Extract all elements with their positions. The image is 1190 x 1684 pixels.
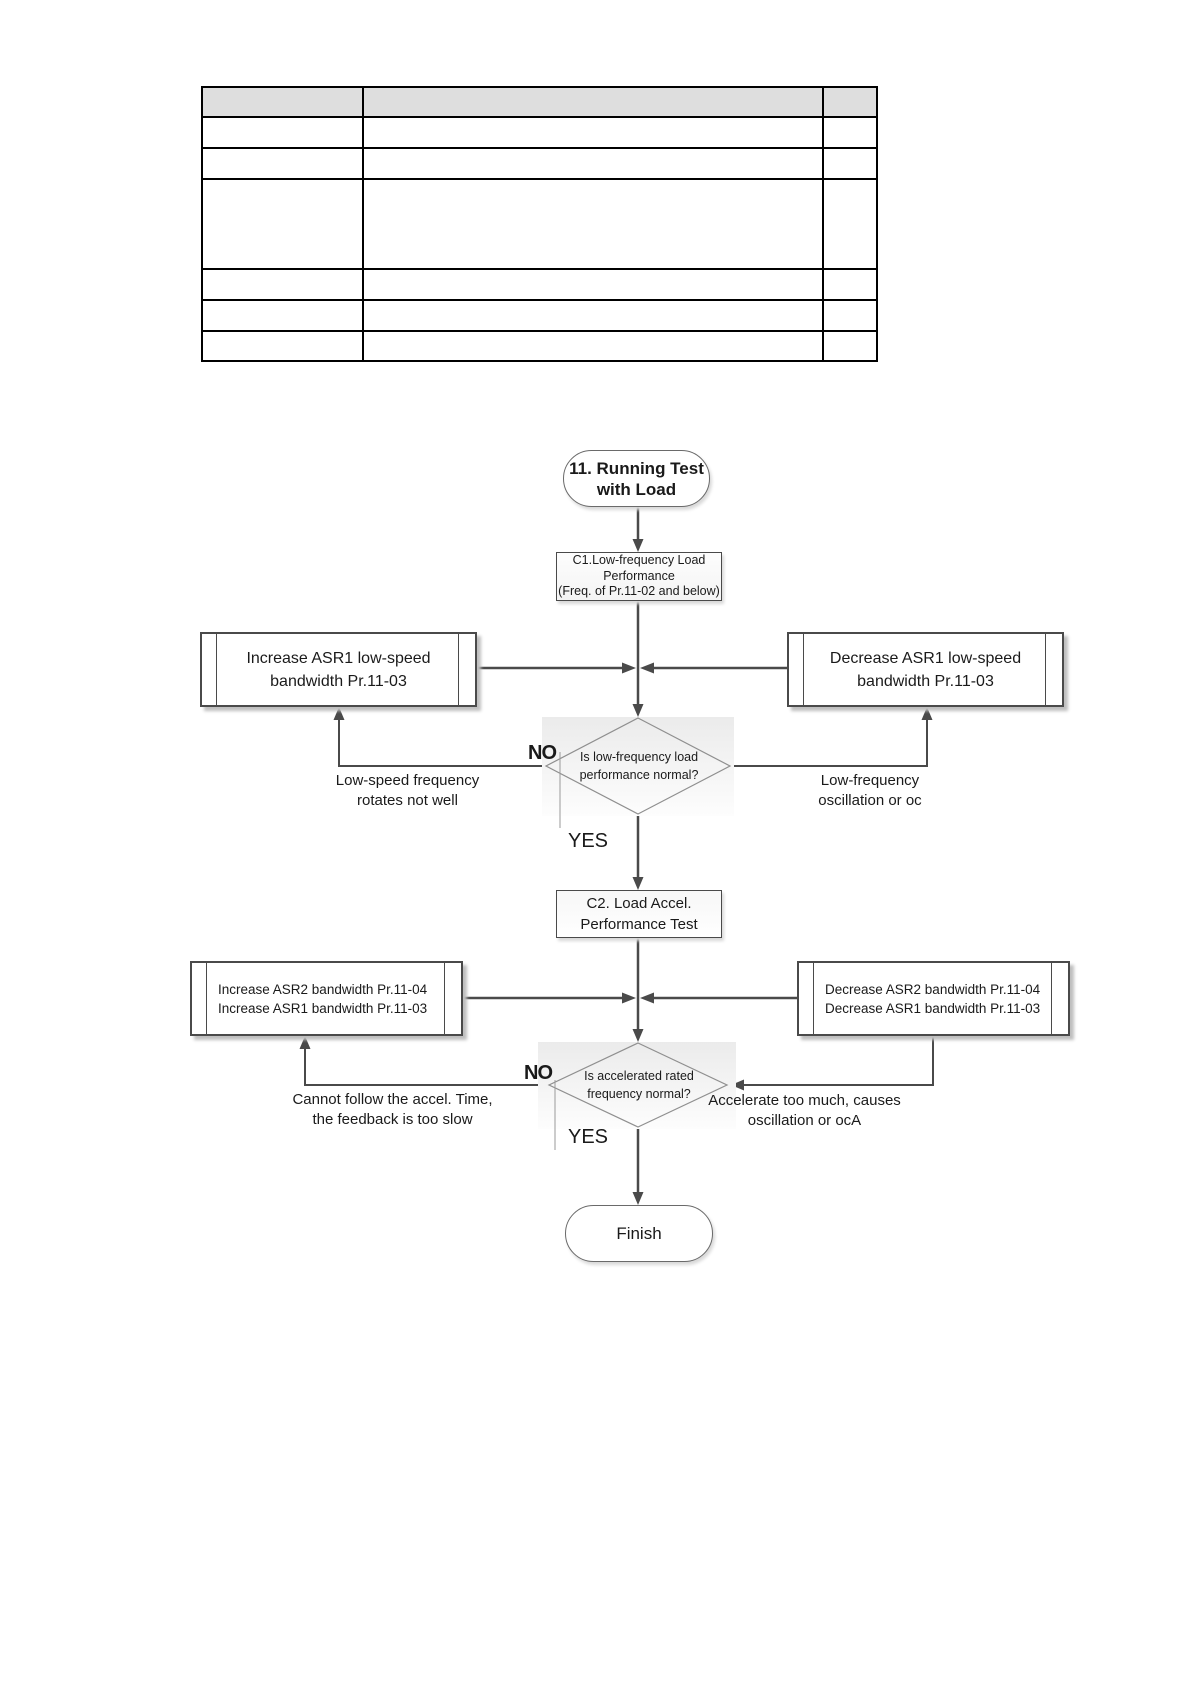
feedback-left1-label: Low-speed frequency rotates not well — [325, 771, 490, 811]
decision2-diamond — [547, 1042, 729, 1128]
c1-label-line3: (Freq. of Pr.11-02 and below) — [558, 584, 720, 599]
table-cell — [822, 147, 878, 180]
table-cell — [201, 147, 364, 180]
c2-label-line2: Performance Test — [580, 916, 698, 933]
decision2-line1: Is accelerated rated — [584, 1069, 694, 1083]
table-cell — [362, 178, 824, 270]
table-cell — [201, 330, 364, 362]
table-row — [201, 147, 878, 180]
start-terminator: 11. Running Test with Load — [563, 450, 710, 507]
table-cell — [201, 178, 364, 270]
feedback-left1-line1: Low-speed frequency — [335, 772, 480, 789]
table-header-cell — [822, 86, 878, 118]
feedback-oc2-path — [744, 1035, 934, 1086]
decrease-asr1-line2: bandwidth Pr.11-03 — [857, 672, 994, 690]
c1-label-line2: Performance — [603, 568, 675, 583]
table-cell — [201, 299, 364, 332]
arrowhead — [632, 1029, 644, 1042]
decision2-label: Is accelerated rated frequency normal? — [556, 1067, 722, 1103]
yes1-label: YES — [568, 830, 609, 852]
yes2-label: YES — [568, 1126, 609, 1148]
no1-label: NO — [528, 742, 557, 764]
feedback-right2-label: Accelerate too much, causes oscillation … — [702, 1091, 907, 1131]
increase-asr2-box: Increase ASR2 bandwidth Pr.11-04 Increas… — [190, 961, 463, 1036]
decrease-asr1-line1: Decrease ASR1 low-speed — [829, 649, 1022, 667]
arrowhead — [640, 662, 654, 674]
table-row — [201, 116, 878, 149]
c1-label-line1: C1.Low-frequency Load — [572, 553, 706, 568]
arrowhead — [622, 992, 636, 1004]
arrowhead — [632, 877, 644, 890]
c2-label-line1: C2. Load Accel. — [586, 895, 692, 912]
feedback-oc1-path — [730, 720, 928, 767]
table-cell — [362, 268, 824, 301]
table-header-cell — [362, 86, 824, 118]
decrease-asr2-line1: Decrease ASR2 bandwidth Pr.11-04 — [825, 981, 1041, 997]
arrowhead — [640, 992, 654, 1004]
feedback-no1-path — [338, 720, 546, 767]
feedback-right1-line1: Low-frequency — [820, 772, 920, 789]
finish-label: Finish — [616, 1224, 662, 1243]
table-cell — [201, 116, 364, 149]
increase-asr1-box: Increase ASR1 low-speed bandwidth Pr.11-… — [200, 632, 477, 707]
feedback-right2-line1: Accelerate too much, causes — [708, 1092, 901, 1109]
table-cell — [362, 147, 824, 180]
arrowhead — [632, 1192, 644, 1205]
table-row — [201, 299, 878, 332]
arrowhead — [731, 1079, 744, 1091]
table-cell — [362, 116, 824, 149]
decrease-asr2-box: Decrease ASR2 bandwidth Pr.11-04 Decreas… — [797, 961, 1070, 1036]
arrowhead — [333, 707, 345, 720]
table-header-cell — [201, 86, 364, 118]
increase-asr2-line1: Increase ASR2 bandwidth Pr.11-04 — [218, 981, 428, 997]
table-cell — [362, 330, 824, 362]
feedback-right2-line2: oscillation or ocA — [747, 1112, 862, 1129]
feedback-right1-label: Low-frequency oscillation or oc — [790, 771, 950, 811]
spec-table — [201, 86, 878, 362]
arrowhead — [622, 662, 636, 674]
feedback-left2-line2: the feedback is too slow — [312, 1111, 473, 1128]
table-row — [201, 330, 878, 362]
arrowhead — [632, 704, 644, 717]
increase-asr1-line1: Increase ASR1 low-speed — [246, 649, 431, 667]
start-label-line1: 11. Running Test — [569, 458, 704, 478]
table-cell — [822, 178, 878, 270]
table-cell — [822, 116, 878, 149]
decision1-diamond — [544, 717, 732, 815]
table-header-row — [201, 86, 878, 118]
start-label-line2: with Load — [596, 479, 677, 499]
table-cell — [822, 330, 878, 362]
table-cell — [822, 268, 878, 301]
table-cell — [362, 299, 824, 332]
table-cell — [822, 299, 878, 332]
c2-process-box: C2. Load Accel. Performance Test — [556, 890, 722, 938]
decision2-shade — [538, 1042, 736, 1129]
decision1-line1: Is low-frequency load — [579, 750, 699, 764]
finish-terminator: Finish — [565, 1205, 713, 1262]
decision2-line2: frequency normal? — [587, 1087, 691, 1101]
feedback-left2-label: Cannot follow the accel. Time, the feedb… — [270, 1090, 515, 1130]
feedback-right1-line2: oscillation or oc — [818, 792, 922, 809]
table-row — [201, 178, 878, 270]
table-cell — [201, 268, 364, 301]
c1-process-box: C1.Low-frequency Load Performance (Freq.… — [556, 552, 722, 601]
decision1-line2: performance normal? — [579, 768, 699, 782]
increase-asr2-line2: Increase ASR1 bandwidth Pr.11-03 — [218, 1000, 428, 1016]
table-row — [201, 268, 878, 301]
feedback-no2-path — [304, 1049, 549, 1086]
feedback-left1-line2: rotates not well — [357, 792, 458, 809]
decrease-asr1-box: Decrease ASR1 low-speed bandwidth Pr.11-… — [787, 632, 1064, 707]
increase-asr1-line2: bandwidth Pr.11-03 — [270, 672, 407, 690]
arrowhead — [632, 539, 644, 552]
decision1-label: Is low-frequency load performance normal… — [556, 748, 722, 784]
arrowhead — [921, 707, 933, 720]
decision1-shade — [542, 717, 734, 816]
decrease-asr2-line2: Decrease ASR1 bandwidth Pr.11-03 — [825, 1000, 1041, 1016]
arrowhead — [299, 1036, 311, 1049]
feedback-left2-line1: Cannot follow the accel. Time, — [292, 1091, 493, 1108]
no2-label: NO — [524, 1062, 553, 1084]
